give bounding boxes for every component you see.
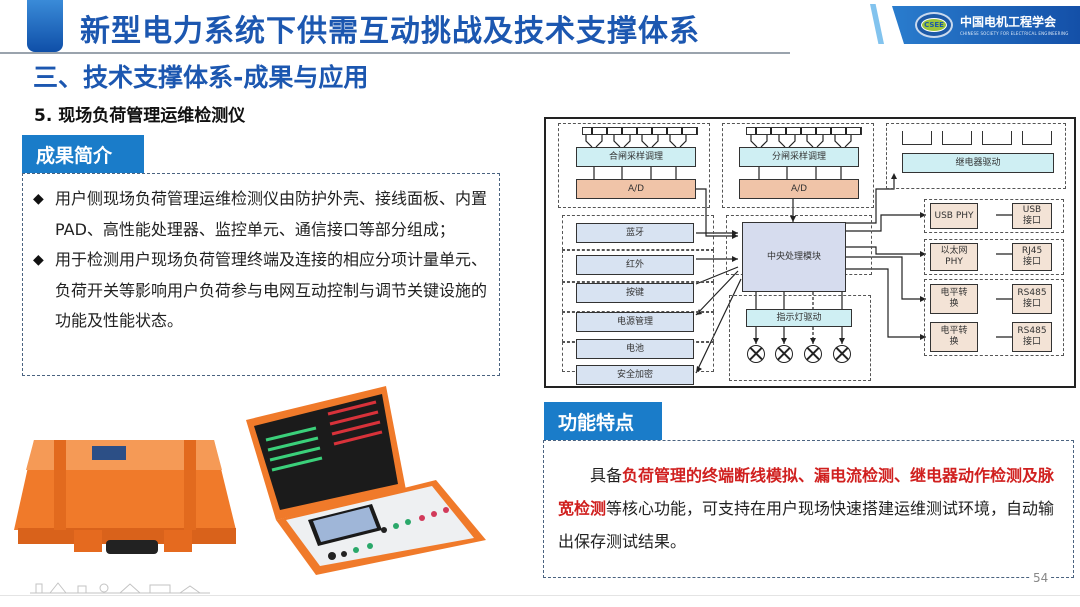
diagram-wires [585, 134, 1016, 374]
intro-box: ◆ 用户侧现场负荷管理运维检测仪由防护外壳、接线面板、内置PAD、高性能处理器、… [22, 173, 500, 376]
bluetooth-module: 蓝牙 [576, 223, 694, 243]
indicator-lamp-icon [804, 345, 822, 363]
usb-phy-block: USB PHY [930, 203, 978, 229]
relay-contact-icon [902, 131, 932, 145]
relay-contact-icon [1022, 131, 1052, 145]
cpu-block: 中央处理模块 [742, 222, 846, 292]
indicator-lamp-icon [747, 345, 765, 363]
rs485-port-block: RS485 接口 [1012, 322, 1052, 352]
infrared-module: 红外 [576, 255, 694, 275]
indicator-lamp-icon [775, 345, 793, 363]
footer-skyline-decoration [30, 582, 210, 594]
page-number: 54 [1031, 571, 1051, 585]
rj45-port-block: RJ45 接口 [1012, 243, 1052, 271]
close-ad-block: A/D [576, 179, 696, 199]
page-title: 新型电力系统下供需互动挑战及技术支撑体系 [80, 14, 700, 49]
org-name-cn: 中国电机工程学会 [960, 15, 1057, 29]
infrared-group [562, 250, 714, 282]
intro-bullet: ◆ 用户侧现场负荷管理运维检测仪由防护外壳、接线面板、内置PAD、高性能处理器、… [33, 184, 491, 245]
closed-case-photo [14, 440, 236, 554]
level-converter-block: 电平转 换 [930, 322, 978, 352]
diamond-bullet-icon: ◆ [33, 191, 44, 207]
usb-port-block: USB 接口 [1012, 203, 1052, 229]
power-management-module: 电源管理 [576, 312, 694, 332]
intro-bullet-text: 用户侧现场负荷管理运维检测仪由防护外壳、接线面板、内置PAD、高性能处理器、监控… [55, 189, 488, 239]
header-accent-tab [27, 0, 63, 52]
close-sampling-group [558, 123, 710, 208]
section-title: 三、技术支撑体系-成果与应用 [33, 63, 369, 92]
subsection-title: 5. 现场负荷管理运维检测仪 [34, 106, 246, 126]
rs485-group [924, 279, 1064, 356]
ethernet-group [924, 239, 1064, 275]
indicator-group [729, 295, 871, 381]
org-name-en: CHINESE SOCIETY FOR ELECTRICAL ENGINEERI… [960, 31, 1069, 36]
intro-tag: 成果简介 [22, 135, 144, 173]
terminal-strip-icon [582, 127, 698, 135]
relay-group [886, 123, 1066, 189]
relay-contact-icon [982, 131, 1012, 145]
indicator-lamp-icon [833, 345, 851, 363]
indicator-driver-block: 指示灯驱动 [746, 309, 852, 327]
header-divider [0, 52, 790, 54]
diamond-bullet-icon: ◆ [33, 252, 44, 268]
features-box: 具备负荷管理的终端断线模拟、漏电流检测、继电器动作检测及脉宽检测等核心功能，可支… [543, 440, 1074, 578]
footer-divider [0, 595, 1080, 596]
relay-driver-block: 继电器驱动 [902, 153, 1054, 173]
rs485-port-block: RS485 接口 [1012, 284, 1052, 314]
security-encryption-module: 安全加密 [576, 365, 694, 385]
block-diagram: 合闸采样调理 A/D 分闸采样调理 A/D 继电器驱动 蓝牙 红外 按键 电源管… [544, 117, 1076, 388]
features-text: 具备负荷管理的终端断线模拟、漏电流检测、继电器动作检测及脉宽检测等核心功能，可支… [558, 466, 1055, 551]
open-case-photo [246, 386, 486, 575]
usb-group [924, 199, 1064, 233]
csee-emblem-icon: CSEE [915, 12, 953, 38]
level-converter-block: 电平转 换 [930, 284, 978, 314]
close-sampling-block: 合闸采样调理 [576, 147, 696, 167]
terminal-strip-icon [746, 127, 862, 135]
open-sampling-block: 分闸采样调理 [739, 147, 859, 167]
relay-contact-icon [942, 131, 972, 145]
battery-module: 电池 [576, 339, 694, 359]
keypad-module: 按键 [576, 283, 694, 303]
ethernet-phy-block: 以太网 PHY [930, 243, 978, 271]
intro-bullet: ◆ 用于检测用户现场负荷管理终端及连接的相应分项计量单元、负荷开关等影响用户负荷… [33, 245, 491, 337]
intro-bullet-text: 用于检测用户现场负荷管理终端及连接的相应分项计量单元、负荷开关等影响用户负荷参与… [55, 250, 488, 330]
open-sampling-group [722, 123, 874, 208]
keypad-group [562, 282, 714, 312]
features-highlight: 负荷管理的终端断线模拟、漏电流检测、继电器动作检测及脉宽检测 [558, 466, 1055, 518]
bluetooth-group [562, 215, 714, 250]
logo-accent-stripe [870, 4, 884, 44]
features-tag: 功能特点 [544, 402, 662, 440]
open-ad-block: A/D [739, 179, 859, 199]
